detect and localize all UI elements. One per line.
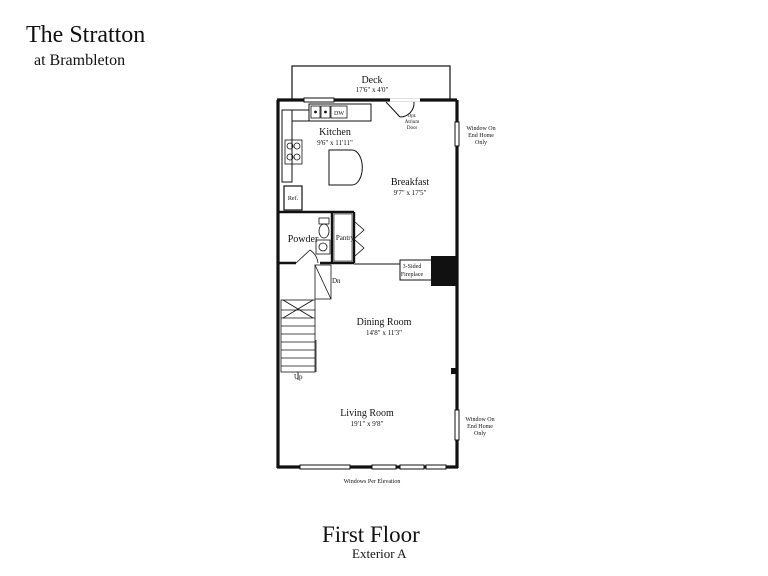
breakfast-dims: 9'7" x 17'5"	[394, 189, 427, 197]
window-note-top-3: Only	[475, 140, 487, 146]
windows	[299, 97, 460, 470]
atrium-label-2: Atrium	[405, 120, 420, 125]
kitchen-island	[328, 149, 363, 186]
refrigerator-outline	[283, 185, 303, 211]
powder-name: Powder	[288, 234, 319, 245]
interior-walls	[278, 210, 356, 265]
window-note-bottom-1: Window On	[465, 417, 494, 423]
stairs-up-label: Up	[294, 373, 303, 381]
fireplace-label-2: Fireplace	[401, 272, 424, 278]
kitchen-dims: 9'6" x 11'11"	[317, 139, 353, 147]
dishwasher-label: DW	[334, 111, 344, 117]
dining-name: Dining Room	[357, 317, 412, 328]
plan-subtitle: at Brambleton	[34, 52, 126, 69]
fireplace-core	[431, 256, 457, 286]
atrium-door	[385, 98, 420, 118]
window-note-bottom-2: End Home	[467, 424, 493, 430]
window-note-top-2: End Home	[468, 133, 494, 139]
stairs	[280, 264, 332, 380]
window-note-top-1: Window On	[466, 126, 495, 132]
plan-title: The Stratton	[26, 22, 146, 48]
refrigerator-label: Ref.	[288, 195, 299, 202]
fireplace-label-1: 3-Sided	[403, 264, 422, 270]
exterior-label: Exterior A	[352, 546, 407, 561]
powder-door	[295, 249, 319, 264]
living-name: Living Room	[340, 408, 394, 419]
toilet-icon	[318, 217, 330, 239]
cooktop-icon	[284, 139, 303, 165]
wall-column	[451, 368, 457, 374]
stairs-down-label: Dn	[332, 277, 341, 285]
pantry-name: Pantry	[336, 234, 355, 242]
kitchen-name: Kitchen	[319, 127, 351, 138]
breakfast-name: Breakfast	[391, 177, 430, 188]
floor-title: First Floor	[322, 522, 420, 547]
sink-vanity-icon	[315, 239, 331, 255]
atrium-label-1: Opt.	[408, 114, 417, 119]
living-dims: 19'1" x 9'8"	[351, 420, 384, 428]
sink-icon	[310, 105, 331, 119]
pantry-door	[354, 221, 365, 257]
kitchen-counters	[281, 103, 372, 183]
dining-dims: 14'8" x 11'3"	[366, 329, 402, 337]
atrium-label-3: Door	[407, 126, 418, 131]
dishwasher-outline	[330, 105, 348, 119]
pantry-shelving	[333, 213, 353, 262]
windows-per-elevation: Windows Per Elevation	[344, 479, 401, 485]
window-note-bottom-3: Only	[474, 431, 486, 437]
deck-name: Deck	[361, 75, 382, 86]
deck-dims: 17'6" x 4'0"	[356, 86, 389, 94]
